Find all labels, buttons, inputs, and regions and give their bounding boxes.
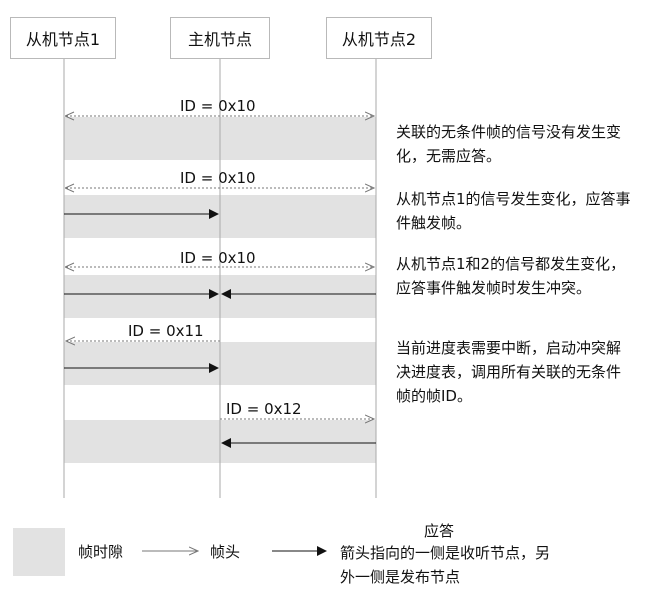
frame-2-id-label: ID = 0x10	[180, 169, 256, 187]
frame-1-note: 关联的无条件帧的信号没有发生变化，无需应答。	[396, 123, 622, 165]
legend-header-label: 帧头	[210, 543, 241, 561]
node-slave2: 从机节点2	[326, 17, 432, 59]
frame-4-id-label: ID = 0x11	[128, 322, 204, 340]
frame-slot-4a	[64, 342, 220, 385]
legend-frame-slot-swatch	[13, 528, 65, 576]
node-slave1: 从机节点1	[10, 17, 116, 59]
legend-response-desc: 箭头指向的一侧是收听节点，另外一侧是发布节点	[340, 544, 551, 586]
frame-2-note: 从机节点1的信号发生变化，应答事件触发帧。	[396, 190, 631, 232]
frame-3-id-label: ID = 0x10	[180, 249, 256, 267]
frame-5-id-label: ID = 0x12	[226, 400, 302, 418]
frame-3-note: 从机节点1和2的信号都发生变化，应答事件触发帧时发生冲突。	[396, 255, 626, 297]
frame-slot-4b	[220, 342, 376, 385]
legend-frame-slot-label: 帧时隙	[78, 543, 124, 561]
frame-1-id-label: ID = 0x10	[180, 97, 256, 115]
frame-4-note: 当前进度表需要中断，启动冲突解决进度表，调用所有关联的无条件帧的帧ID。	[396, 339, 622, 405]
legend-response-title: 应答	[424, 522, 455, 540]
node-master: 主机节点	[170, 17, 270, 59]
